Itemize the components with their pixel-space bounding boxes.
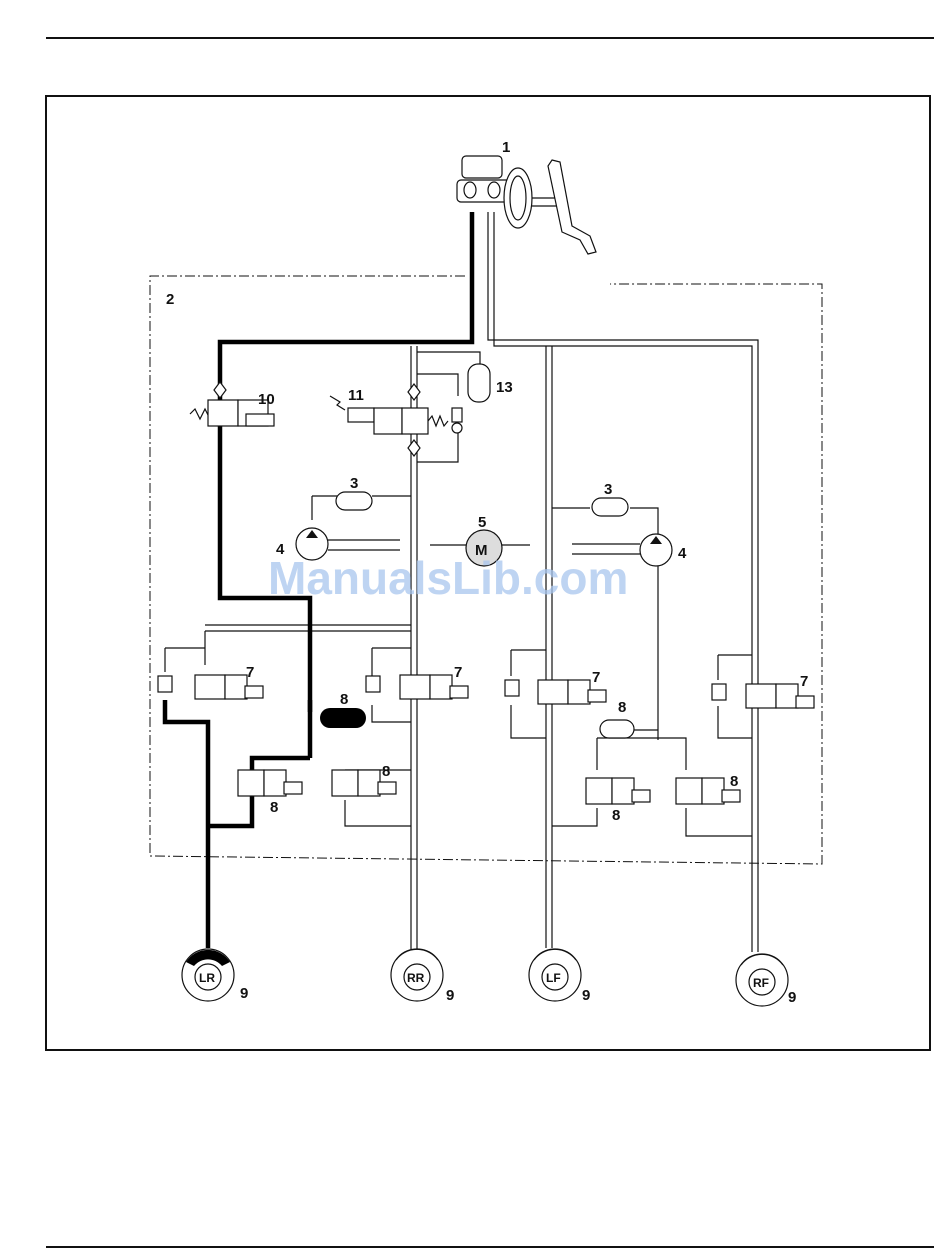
label-8-reservoir-right: 8 <box>618 699 626 716</box>
label-5: 5 <box>478 514 486 531</box>
motor-symbol: M <box>475 542 488 559</box>
label-10: 10 <box>258 391 275 408</box>
label-8-c: 8 <box>612 807 620 824</box>
label-9-rr: 9 <box>446 987 454 1004</box>
label-8-d: 8 <box>730 773 738 790</box>
label-7-a: 7 <box>246 664 254 681</box>
label-7-c: 7 <box>592 669 600 686</box>
watermark: ManualsLib.com <box>268 552 628 604</box>
label-7-d: 7 <box>800 673 808 690</box>
label-7-b: 7 <box>454 664 462 681</box>
label-9-lf: 9 <box>582 987 590 1004</box>
master-cylinder-assembly <box>457 156 596 254</box>
valves-8 <box>238 770 740 804</box>
wheel-label-lf: LF <box>546 971 561 985</box>
label-3-left: 3 <box>350 475 358 492</box>
valves-7 <box>158 675 814 708</box>
label-1: 1 <box>502 139 510 156</box>
label-13: 13 <box>496 379 513 396</box>
label-9-rf: 9 <box>788 989 796 1006</box>
label-9-lr: 9 <box>240 985 248 1002</box>
label-8-reservoir-left: 8 <box>340 691 348 708</box>
label-4-left: 4 <box>276 541 285 558</box>
label-3-right: 3 <box>604 481 612 498</box>
wheel-label-rr: RR <box>407 971 425 985</box>
label-11: 11 <box>348 387 364 404</box>
wheel-label-rf: RF <box>753 976 769 990</box>
label-4-right: 4 <box>678 545 687 562</box>
label-2: 2 <box>166 291 174 308</box>
damper-13 <box>468 364 490 402</box>
reservoirs-8 <box>320 708 634 738</box>
label-8-a: 8 <box>270 799 278 816</box>
label-8-b: 8 <box>382 763 390 780</box>
wheel-label-lr: LR <box>199 971 215 985</box>
